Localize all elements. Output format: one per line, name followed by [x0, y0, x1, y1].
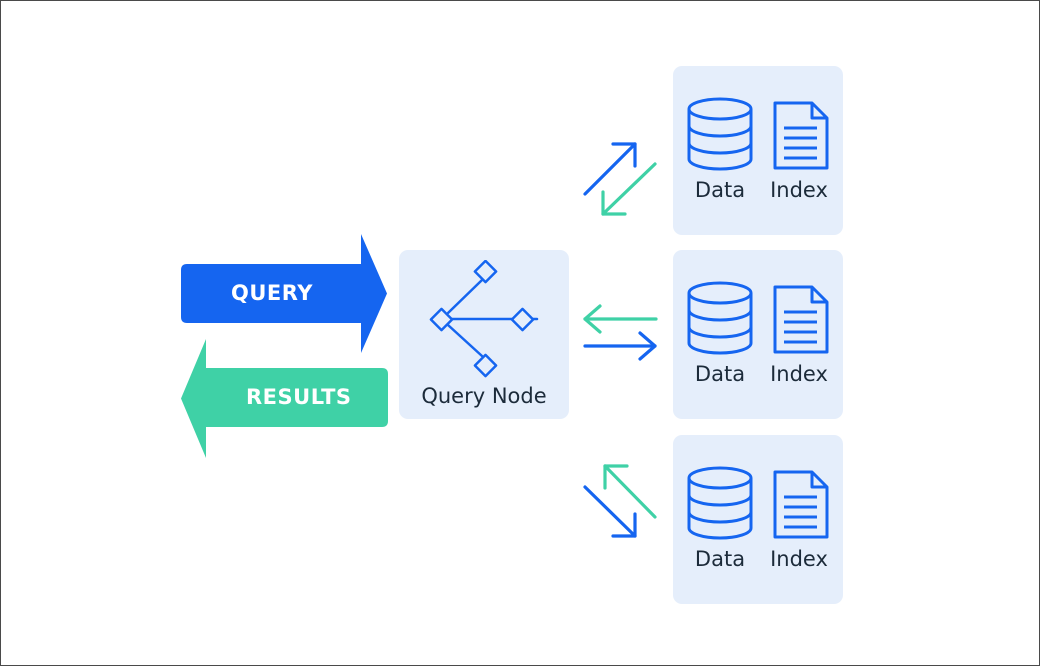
database-icon: [687, 466, 753, 540]
data-node-box-2: Data Index: [673, 250, 843, 419]
network-graph-icon: [429, 260, 539, 378]
data-label: Data: [694, 547, 746, 571]
data-node-box-3: Data Index: [673, 435, 843, 604]
database-icon: [687, 97, 753, 171]
response-arrow-1: [601, 162, 657, 216]
response-arrow-2: [583, 304, 658, 334]
database-icon: [687, 281, 753, 355]
document-icon: [773, 470, 829, 539]
index-label: Index: [770, 362, 828, 386]
data-label: Data: [694, 178, 746, 202]
query-node-box: Query Node: [399, 250, 569, 419]
index-label: Index: [770, 547, 828, 571]
response-arrow-3: [603, 464, 657, 519]
document-icon: [773, 101, 829, 170]
query-node-label: Query Node: [421, 384, 547, 408]
index-label: Index: [770, 178, 828, 202]
query-arrow-label: QUERY: [231, 281, 313, 305]
request-arrow-3: [583, 485, 637, 538]
results-arrow-label: RESULTS: [246, 385, 352, 409]
document-icon: [773, 285, 829, 354]
results-arrow: [181, 339, 388, 458]
request-arrow-2: [583, 331, 657, 361]
data-label: Data: [694, 362, 746, 386]
data-node-box-1: Data Index: [673, 66, 843, 235]
query-arrow: [181, 234, 387, 353]
request-arrow-1: [583, 142, 637, 196]
